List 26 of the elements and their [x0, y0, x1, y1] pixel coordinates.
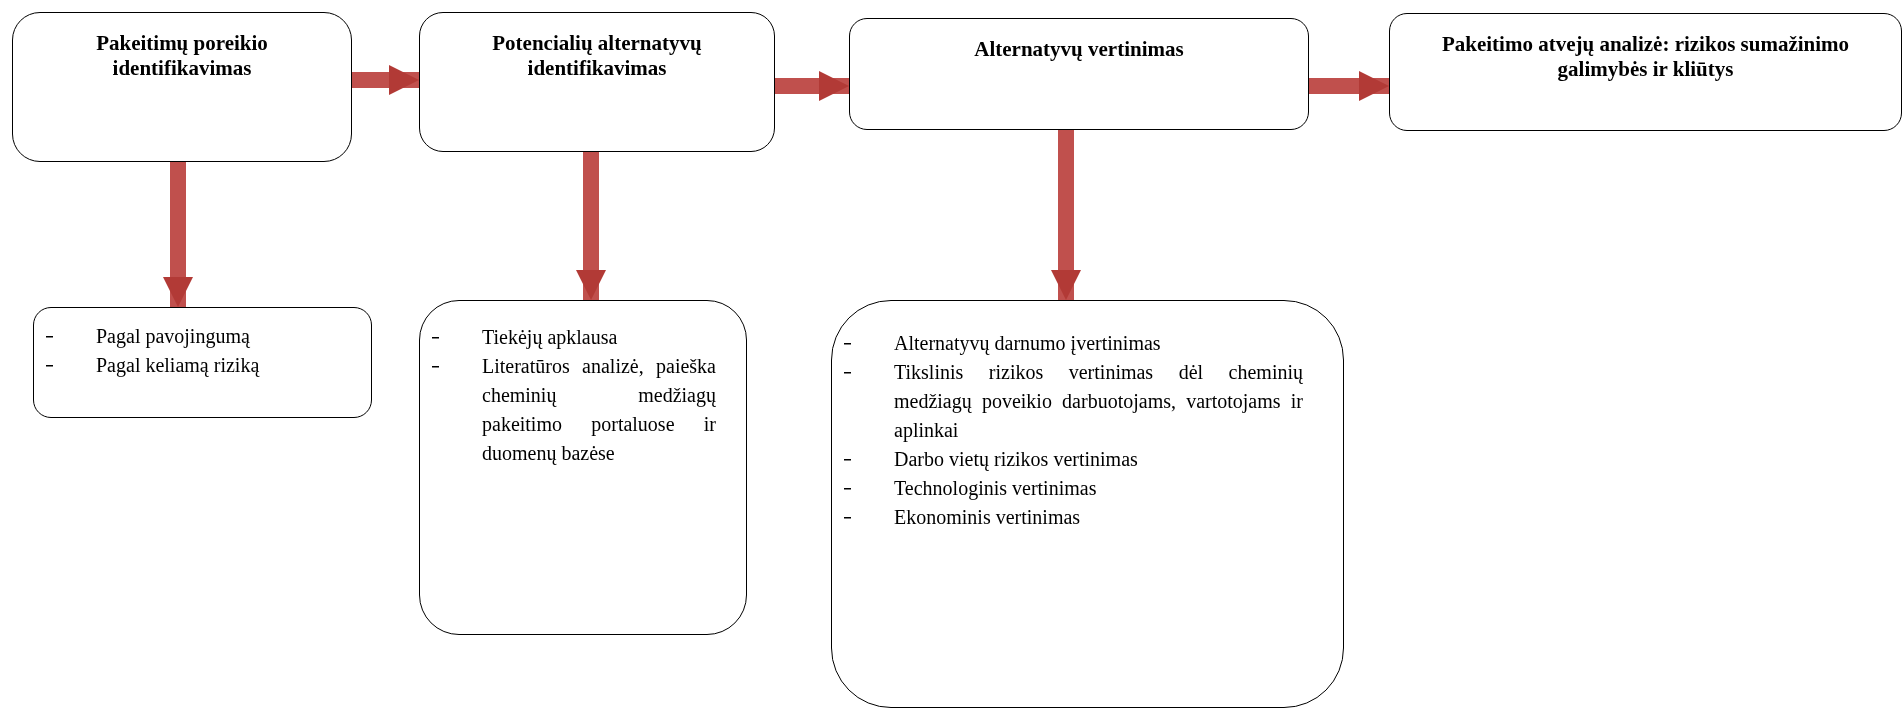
process-box: [419, 12, 775, 152]
block-arrow: [576, 152, 606, 300]
process-box: [849, 18, 1309, 130]
list-item: Tiekėjų apklausa: [482, 326, 618, 348]
box-title: Pakeitimo atvejų analizė: rizikos sumažinimo galimybės ir kliūtys: [1440, 31, 1851, 83]
process-box: [1389, 13, 1902, 131]
box-title: Potencialių alternatyvų identifikavimas: [491, 30, 703, 82]
detail-box: [831, 300, 1344, 708]
list-item: Ekonominis vertinimas: [894, 506, 1081, 528]
block-arrow: [1309, 71, 1389, 101]
block-arrow: [1051, 130, 1081, 300]
detail-box: [33, 307, 372, 418]
list-item: Tikslinis rizikos vertinimas dėl cheminių medžiagų poveikio darbuotojams, vartotojams ir aplinkai: [894, 361, 1303, 441]
process-box: [12, 12, 352, 162]
block-arrow: [352, 65, 419, 95]
list-item: Literatūros analizė, paieška cheminių medžiagų pakeitimo portaluose ir duomenų bazėse: [482, 355, 716, 464]
list-item: Pagal pavojingumą: [96, 325, 250, 347]
block-arrow: [775, 71, 849, 101]
box-title: Pakeitimų poreikio identifikavimas: [95, 30, 269, 82]
list-item: Technologinis vertinimas: [894, 477, 1097, 499]
block-arrow: [163, 162, 193, 307]
list-item: Pagal keliamą riziką: [96, 354, 260, 376]
list-item: Alternatyvų darnumo įvertinimas: [894, 332, 1161, 354]
box-title: Alternatyvų vertinimas: [973, 36, 1185, 63]
list-item: Darbo vietų rizikos vertinimas: [894, 448, 1138, 470]
detail-box: [419, 300, 747, 635]
